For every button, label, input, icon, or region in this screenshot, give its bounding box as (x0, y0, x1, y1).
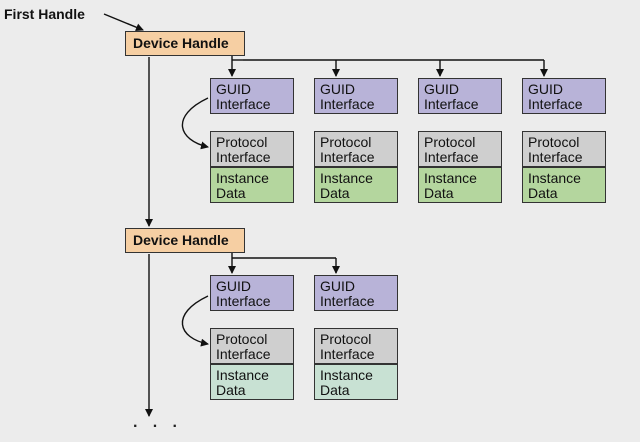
guid-interface-2-2: GUID Interface (314, 275, 398, 311)
protocol-interface-1-3: Protocol Interface (418, 131, 502, 167)
instance-data-1-1: Instance Data (210, 167, 294, 203)
instance-data-1-2: Instance Data (314, 167, 398, 203)
instance-data-2-2: Instance Data (314, 364, 398, 400)
guid-interface-1-3: GUID Interface (418, 78, 502, 114)
guid-interface-1-2: GUID Interface (314, 78, 398, 114)
first-handle-arrow (103, 13, 144, 32)
instance-data-1-3: Instance Data (418, 167, 502, 203)
guid-interface-1-1: GUID Interface (210, 78, 294, 114)
first-handle-label: First Handle (4, 6, 85, 22)
instance-data-2-1: Instance Data (210, 364, 294, 400)
guid-to-protocol-arrow-2 (181, 295, 209, 347)
guid-to-protocol-arrow-1 (181, 97, 209, 150)
instance-data-1-4: Instance Data (522, 167, 606, 203)
protocol-interface-1-4: Protocol Interface (522, 131, 606, 167)
device-handle-1: Device Handle (125, 31, 245, 56)
protocol-interface-1-2: Protocol Interface (314, 131, 398, 167)
protocol-interface-2-1: Protocol Interface (210, 328, 294, 364)
continuation-ellipsis: · · · (133, 418, 183, 435)
guid-interface-2-1: GUID Interface (210, 275, 294, 311)
guid-interface-1-4: GUID Interface (522, 78, 606, 114)
device-handle-2: Device Handle (125, 228, 245, 253)
protocol-interface-1-1: Protocol Interface (210, 131, 294, 167)
protocol-interface-2-2: Protocol Interface (314, 328, 398, 364)
